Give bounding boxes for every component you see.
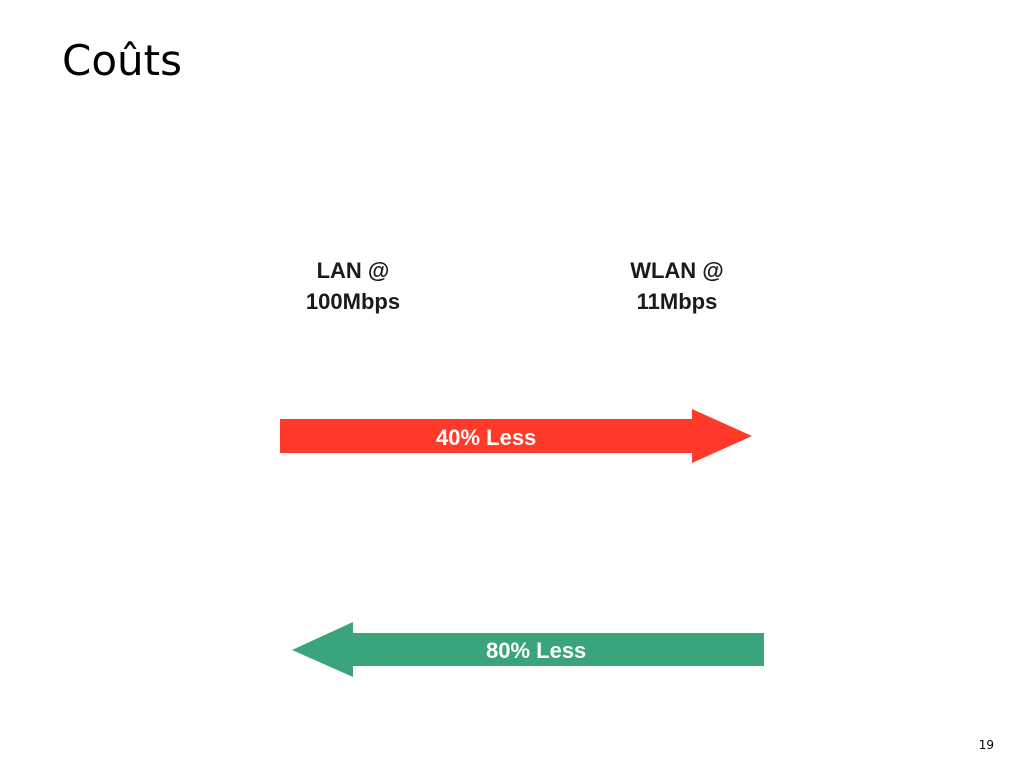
lan-label: LAN @ 100Mbps <box>283 255 423 317</box>
wlan-label-line1: WLAN @ <box>630 258 724 283</box>
red-arrow-label: 40% Less <box>436 425 537 450</box>
wlan-label-line2: 11Mbps <box>636 289 718 314</box>
page-number: 19 <box>978 738 994 752</box>
slide-title: Coûts <box>62 36 182 85</box>
wlan-label: WLAN @ 11Mbps <box>607 255 747 317</box>
lan-label-line1: LAN @ <box>316 258 390 283</box>
red-arrow-right <box>280 409 752 463</box>
green-arrow-label: 80% Less <box>486 638 587 663</box>
green-arrow-left <box>292 622 764 677</box>
lan-label-line2: 100Mbps <box>305 289 401 314</box>
